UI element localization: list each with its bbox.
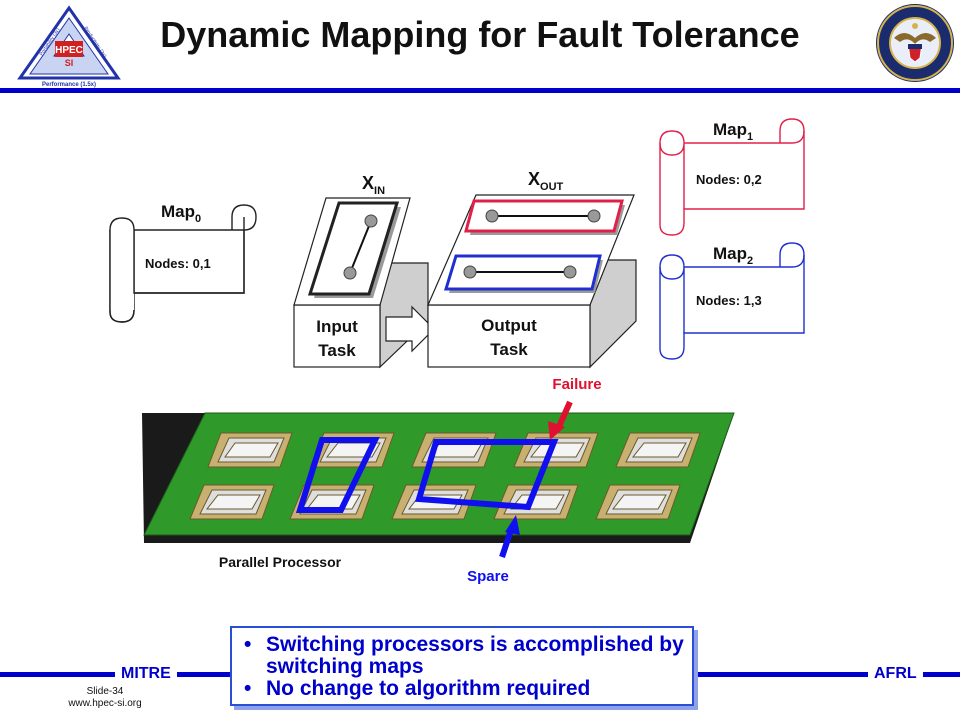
failure-label: Failure	[552, 376, 601, 393]
summary-box: Switching processors is accomplished by …	[230, 626, 694, 706]
footer-rule-right	[690, 672, 960, 677]
map0-title: Map0	[161, 202, 201, 225]
output-task-box	[427, 259, 637, 369]
afrl-label: AFRL	[868, 665, 923, 683]
input-task-box	[293, 262, 429, 369]
output-task-line2: Task	[490, 340, 528, 359]
hpec-si-logo: HPEC SI Portability (3x) Productivity (3…	[17, 5, 121, 88]
summary-bullet-2: No change to algorithm required	[244, 678, 692, 701]
map1-scroll	[659, 118, 805, 236]
parallel-processor-board	[142, 412, 735, 543]
spare-label: Spare	[467, 568, 509, 585]
chip	[411, 432, 497, 468]
mitre-label: MITRE	[115, 665, 177, 683]
input-task-line1: Input	[316, 317, 358, 336]
slide-number: Slide-34	[86, 686, 124, 697]
map2-scroll	[659, 242, 805, 360]
map0-scroll	[109, 204, 257, 323]
page-title: Dynamic Mapping for Fault Tolerance	[160, 14, 800, 55]
output-task-line1: Output	[481, 316, 537, 335]
logo-hpec-text: HPEC	[55, 45, 83, 56]
map0-nodes: Nodes: 0,1	[145, 256, 211, 271]
chip	[207, 432, 293, 468]
xout-card	[427, 194, 635, 306]
title-rule	[0, 88, 960, 93]
chip	[513, 432, 599, 468]
logo-performance-text: Performance (1.5x)	[42, 82, 96, 88]
summary-bullet-1: Switching processors is accomplished by …	[244, 634, 692, 678]
website-url: www.hpec-si.org	[68, 698, 142, 709]
parallel-processor-label: Parallel Processor	[219, 554, 342, 570]
map1-nodes: Nodes: 0,2	[696, 172, 762, 187]
chip	[615, 432, 701, 468]
xin-label: XIN	[362, 173, 385, 197]
chip	[595, 484, 681, 520]
summary-list: Switching processors is accomplished by …	[232, 634, 692, 701]
logo-si-text: SI	[65, 58, 74, 68]
map0-outline	[295, 437, 380, 513]
dod-seal	[876, 4, 954, 82]
map1-title: Map1	[713, 120, 753, 143]
map2-nodes: Nodes: 1,3	[696, 293, 762, 308]
input-task-line2: Task	[318, 341, 356, 360]
chip	[189, 484, 275, 520]
xin-card	[293, 197, 411, 306]
transfer-arrow	[385, 305, 435, 353]
xout-label: XOUT	[528, 169, 564, 193]
map2-title: Map2	[713, 244, 753, 267]
fault-tolerance-diagram: Map0 Nodes: 0,1 Map1 Nodes: 0,2 Map2 Nod…	[109, 118, 805, 585]
map2-outline	[415, 439, 559, 511]
